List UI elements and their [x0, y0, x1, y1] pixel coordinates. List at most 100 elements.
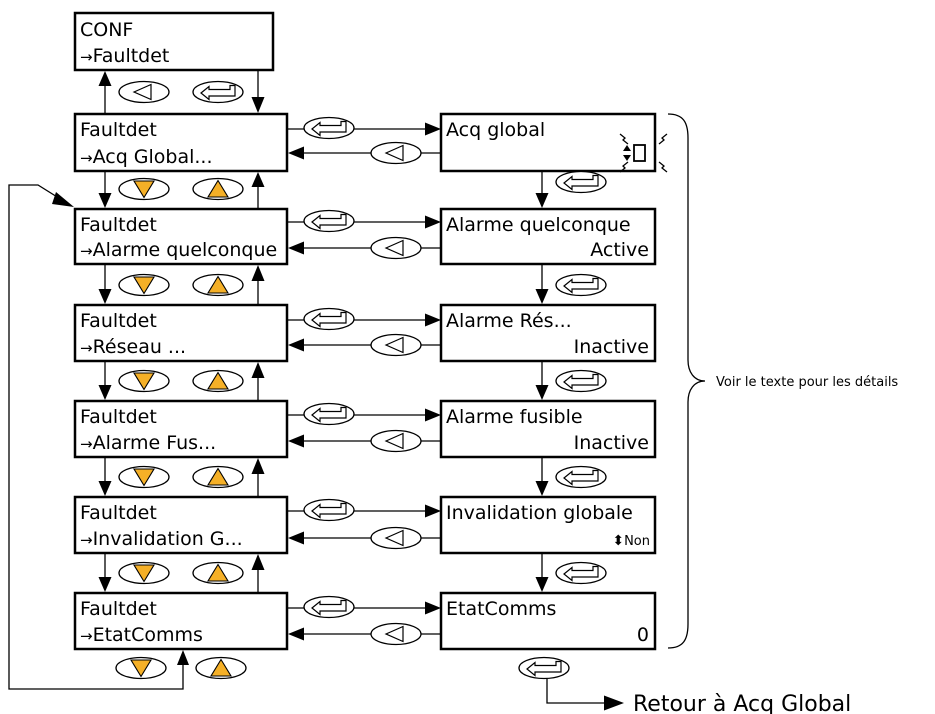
- enter-button[interactable]: [303, 498, 355, 522]
- conf-screen: CONF →Faultdet: [73, 11, 275, 72]
- up-arrow-icon: [177, 650, 189, 665]
- down-arrow-icon: [98, 481, 112, 496]
- left-screen-title: Faultdet: [80, 406, 157, 428]
- return-label: Retour à Acq Global: [633, 692, 851, 714]
- right-screen-title: Alarme fusible: [446, 406, 583, 428]
- scroll-down-button[interactable]: [118, 273, 170, 297]
- down-arrow-icon: [98, 289, 112, 304]
- down-arrow-icon: [98, 385, 112, 400]
- scroll-down-button[interactable]: [118, 369, 170, 393]
- right-screen-2[interactable]: Alarme quelconque Active: [439, 207, 657, 266]
- enter-button[interactable]: [303, 209, 355, 233]
- enter-button[interactable]: [555, 170, 607, 194]
- left-screen-item: →Alarme quelconque: [80, 239, 277, 261]
- enter-button[interactable]: [555, 465, 607, 489]
- down-arrow-icon: [98, 193, 112, 208]
- right-screen-title: Acq global: [446, 119, 545, 141]
- enter-button[interactable]: [555, 273, 607, 297]
- scroll-row-1: [98, 172, 265, 208]
- left-screen-item: →Invalidation G...: [80, 528, 243, 550]
- right-screen-value: Inactive: [574, 432, 649, 454]
- up-arrow-icon: [98, 71, 112, 86]
- back-button[interactable]: [370, 141, 422, 165]
- right-screen-title: EtatComms: [446, 598, 556, 620]
- enter-button[interactable]: [555, 561, 607, 585]
- left-screen-item: →Réseau ...: [80, 336, 186, 358]
- left-screen-title: Faultdet: [80, 310, 157, 332]
- enter-button[interactable]: [303, 116, 355, 140]
- down-arrow-icon: [98, 577, 112, 592]
- right-arrow-icon: [604, 695, 624, 711]
- return-path: Retour à Acq Global: [518, 656, 851, 714]
- right-screen-6[interactable]: EtatComms 0: [439, 591, 657, 651]
- left-screen-6[interactable]: Faultdet →EtatComms: [73, 591, 289, 651]
- scroll-up-button[interactable]: [192, 369, 244, 393]
- scroll-up-button[interactable]: [192, 465, 244, 489]
- back-button[interactable]: [370, 622, 422, 646]
- pointer-arrow-icon: →: [80, 48, 93, 66]
- scroll-row-5: [98, 554, 265, 592]
- flashing-value-icon: [619, 133, 668, 173]
- horizontal-links: [288, 116, 441, 646]
- back-button[interactable]: [370, 429, 422, 453]
- back-button[interactable]: [118, 80, 170, 104]
- right-screen-title: Alarme quelconque: [446, 214, 631, 236]
- loop-arrow-icon: [52, 192, 74, 207]
- enter-button[interactable]: [555, 369, 607, 393]
- scroll-down-button[interactable]: [118, 465, 170, 489]
- enter-button[interactable]: [303, 307, 355, 331]
- right-screen-1[interactable]: Acq global: [439, 112, 668, 173]
- down-arrow-icon: [251, 97, 265, 113]
- left-screen-item: →Alarme Fus...: [80, 432, 216, 454]
- scroll-down-button[interactable]: [118, 561, 170, 585]
- left-screen-3[interactable]: Faultdet →Réseau ...: [73, 303, 289, 363]
- up-arrow-icon: [251, 458, 265, 474]
- up-arrow-icon: [251, 554, 265, 570]
- left-screen-4[interactable]: Faultdet →Alarme Fus...: [73, 399, 289, 459]
- up-arrow-icon: [251, 362, 265, 378]
- enter-button[interactable]: [518, 656, 570, 680]
- back-button[interactable]: [370, 236, 422, 260]
- wrap-around-loop: [8, 184, 247, 690]
- up-arrow-icon: [251, 265, 265, 281]
- right-screen-4[interactable]: Alarme fusible Inactive: [439, 399, 657, 459]
- left-screen-title: Faultdet: [80, 214, 157, 236]
- conf-screen-line1: CONF: [80, 19, 133, 41]
- left-screen-title: Faultdet: [80, 598, 157, 620]
- conf-screen-line2: →Faultdet: [80, 45, 169, 67]
- scroll-row-3: [98, 362, 265, 400]
- scroll-up-button[interactable]: [195, 656, 247, 680]
- left-screen-item: →EtatComms: [80, 624, 203, 646]
- enter-button[interactable]: [303, 402, 355, 426]
- scroll-up-button[interactable]: [192, 561, 244, 585]
- back-button[interactable]: [370, 526, 422, 550]
- back-button[interactable]: [370, 333, 422, 357]
- right-screen-5[interactable]: Invalidation globale ⬍Non: [439, 495, 657, 555]
- right-screen-value: ⬍Non: [612, 533, 650, 549]
- right-screen-title: Alarme Rés...: [446, 310, 572, 332]
- enter-button[interactable]: [303, 595, 355, 619]
- scroll-down-button[interactable]: [118, 177, 170, 201]
- left-screen-2[interactable]: Faultdet →Alarme quelconque: [73, 207, 289, 266]
- left-screen-5[interactable]: Faultdet →Invalidation G...: [73, 495, 289, 555]
- up-arrow-icon: [251, 172, 265, 187]
- right-screen-title: Invalidation globale: [446, 502, 633, 524]
- right-screen-3[interactable]: Alarme Rés... Inactive: [439, 303, 657, 363]
- left-screen-item: →Acq Global...: [80, 146, 213, 168]
- left-screen-1[interactable]: Faultdet →Acq Global...: [73, 112, 289, 173]
- right-vertical-links: [535, 170, 607, 592]
- right-screen-value: Inactive: [574, 336, 649, 358]
- scroll-up-button[interactable]: [192, 177, 244, 201]
- right-screen-value: 0: [637, 624, 649, 646]
- enter-button[interactable]: [192, 80, 244, 104]
- left-screen-title: Faultdet: [80, 502, 157, 524]
- scroll-down-button[interactable]: [115, 656, 167, 680]
- right-brace: Voir le texte pour les détails: [667, 113, 898, 649]
- scroll-row-2: [98, 265, 265, 304]
- scroll-row-4: [98, 458, 265, 496]
- scroll-up-button[interactable]: [192, 273, 244, 297]
- left-screen-title: Faultdet: [80, 119, 157, 141]
- brace-note: Voir le texte pour les détails: [716, 375, 898, 390]
- updown-icon: ⬍: [612, 533, 624, 549]
